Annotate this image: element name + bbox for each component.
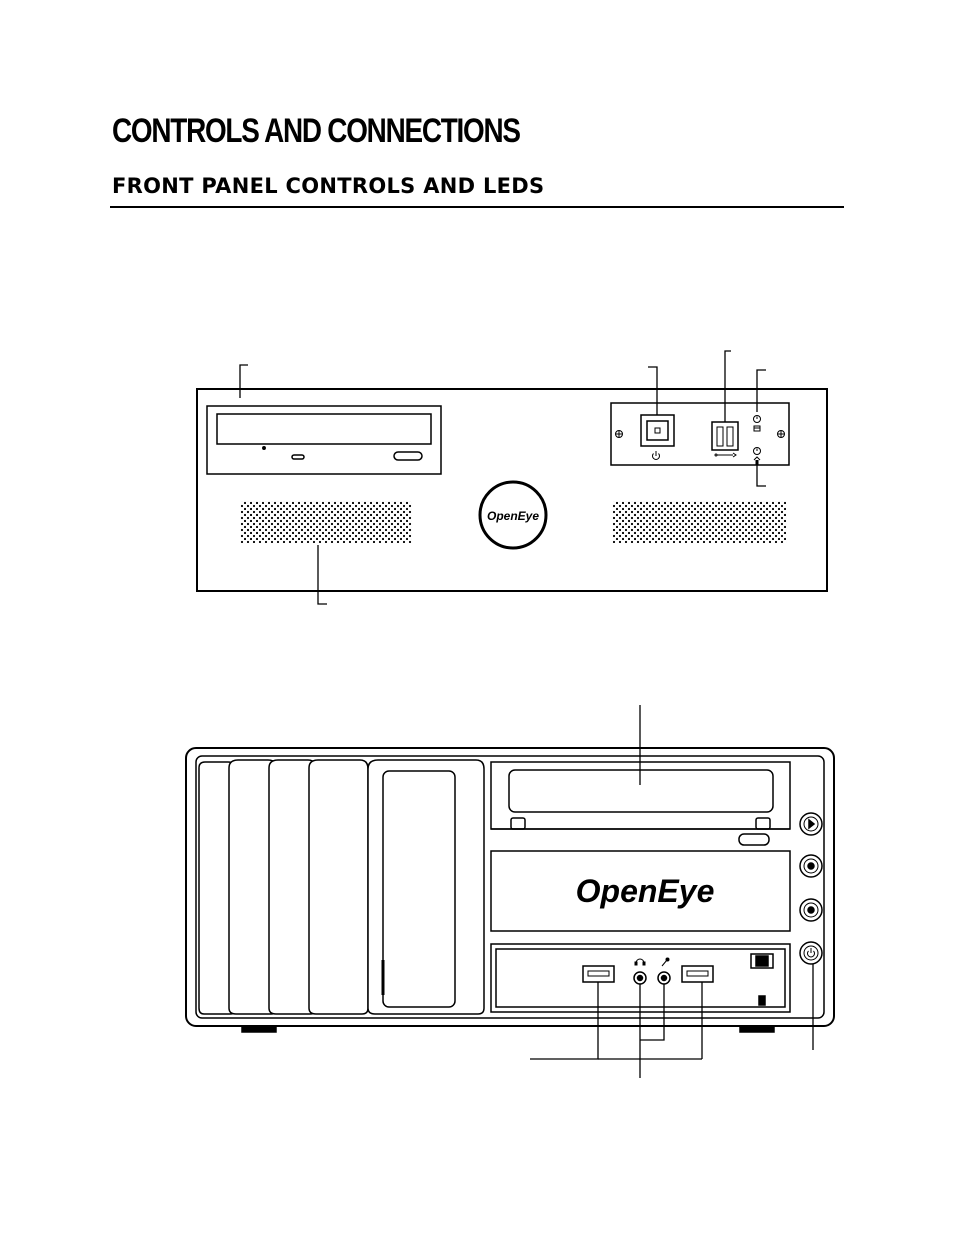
headphone-jack xyxy=(633,971,647,985)
power-symbol-icon xyxy=(652,451,660,460)
heading-rule xyxy=(110,206,844,208)
stop-button-icon xyxy=(799,898,823,922)
optical-drive xyxy=(206,405,442,475)
logo-panel: OpenEye xyxy=(490,850,791,932)
power-switch xyxy=(640,414,675,447)
side-buttons xyxy=(799,812,823,965)
desktop-chassis xyxy=(185,747,835,1027)
usb-symbol-icon xyxy=(714,452,737,458)
usb-port-right xyxy=(681,965,714,983)
right-speaker-grille xyxy=(612,501,787,543)
left-speaker-grille xyxy=(240,501,412,543)
power-button-icon xyxy=(799,941,823,965)
bottom-callout-lines xyxy=(530,705,814,1078)
section-heading: FRONT PANEL CONTROLS AND LEDS xyxy=(112,174,545,198)
control-plate xyxy=(610,402,790,466)
microphone-icon xyxy=(661,957,670,967)
usb-port-left xyxy=(582,965,615,983)
desktop-chassis-inner xyxy=(195,755,825,1019)
usb-ports xyxy=(711,421,739,451)
left-foot xyxy=(241,1025,277,1033)
microphone-jack xyxy=(657,971,671,985)
right-foot xyxy=(739,1025,775,1033)
rack-unit-diagram: OpenEye xyxy=(196,350,828,605)
play-button-icon xyxy=(799,812,823,836)
headphone-icon xyxy=(634,958,646,966)
front-door-window xyxy=(382,770,456,1008)
reset-slot xyxy=(758,995,766,1006)
top-callout-lines xyxy=(239,350,766,605)
brand-logo-text: OpenEye xyxy=(487,509,539,523)
drive-bay-doors xyxy=(198,759,485,1015)
desktop-brand-logo-text: OpenEye xyxy=(576,873,715,909)
hdd-led-icon xyxy=(753,415,761,432)
brand-logo-badge: OpenEye xyxy=(478,480,548,550)
record-button-icon xyxy=(799,854,823,878)
rack-chassis xyxy=(196,388,828,592)
desktop-unit-diagram: OpenEye xyxy=(185,705,835,1078)
desktop-optical-drive xyxy=(490,761,791,846)
switch-slot xyxy=(750,953,774,969)
page-title: CONTROLS AND CONNECTIONS xyxy=(112,112,521,150)
